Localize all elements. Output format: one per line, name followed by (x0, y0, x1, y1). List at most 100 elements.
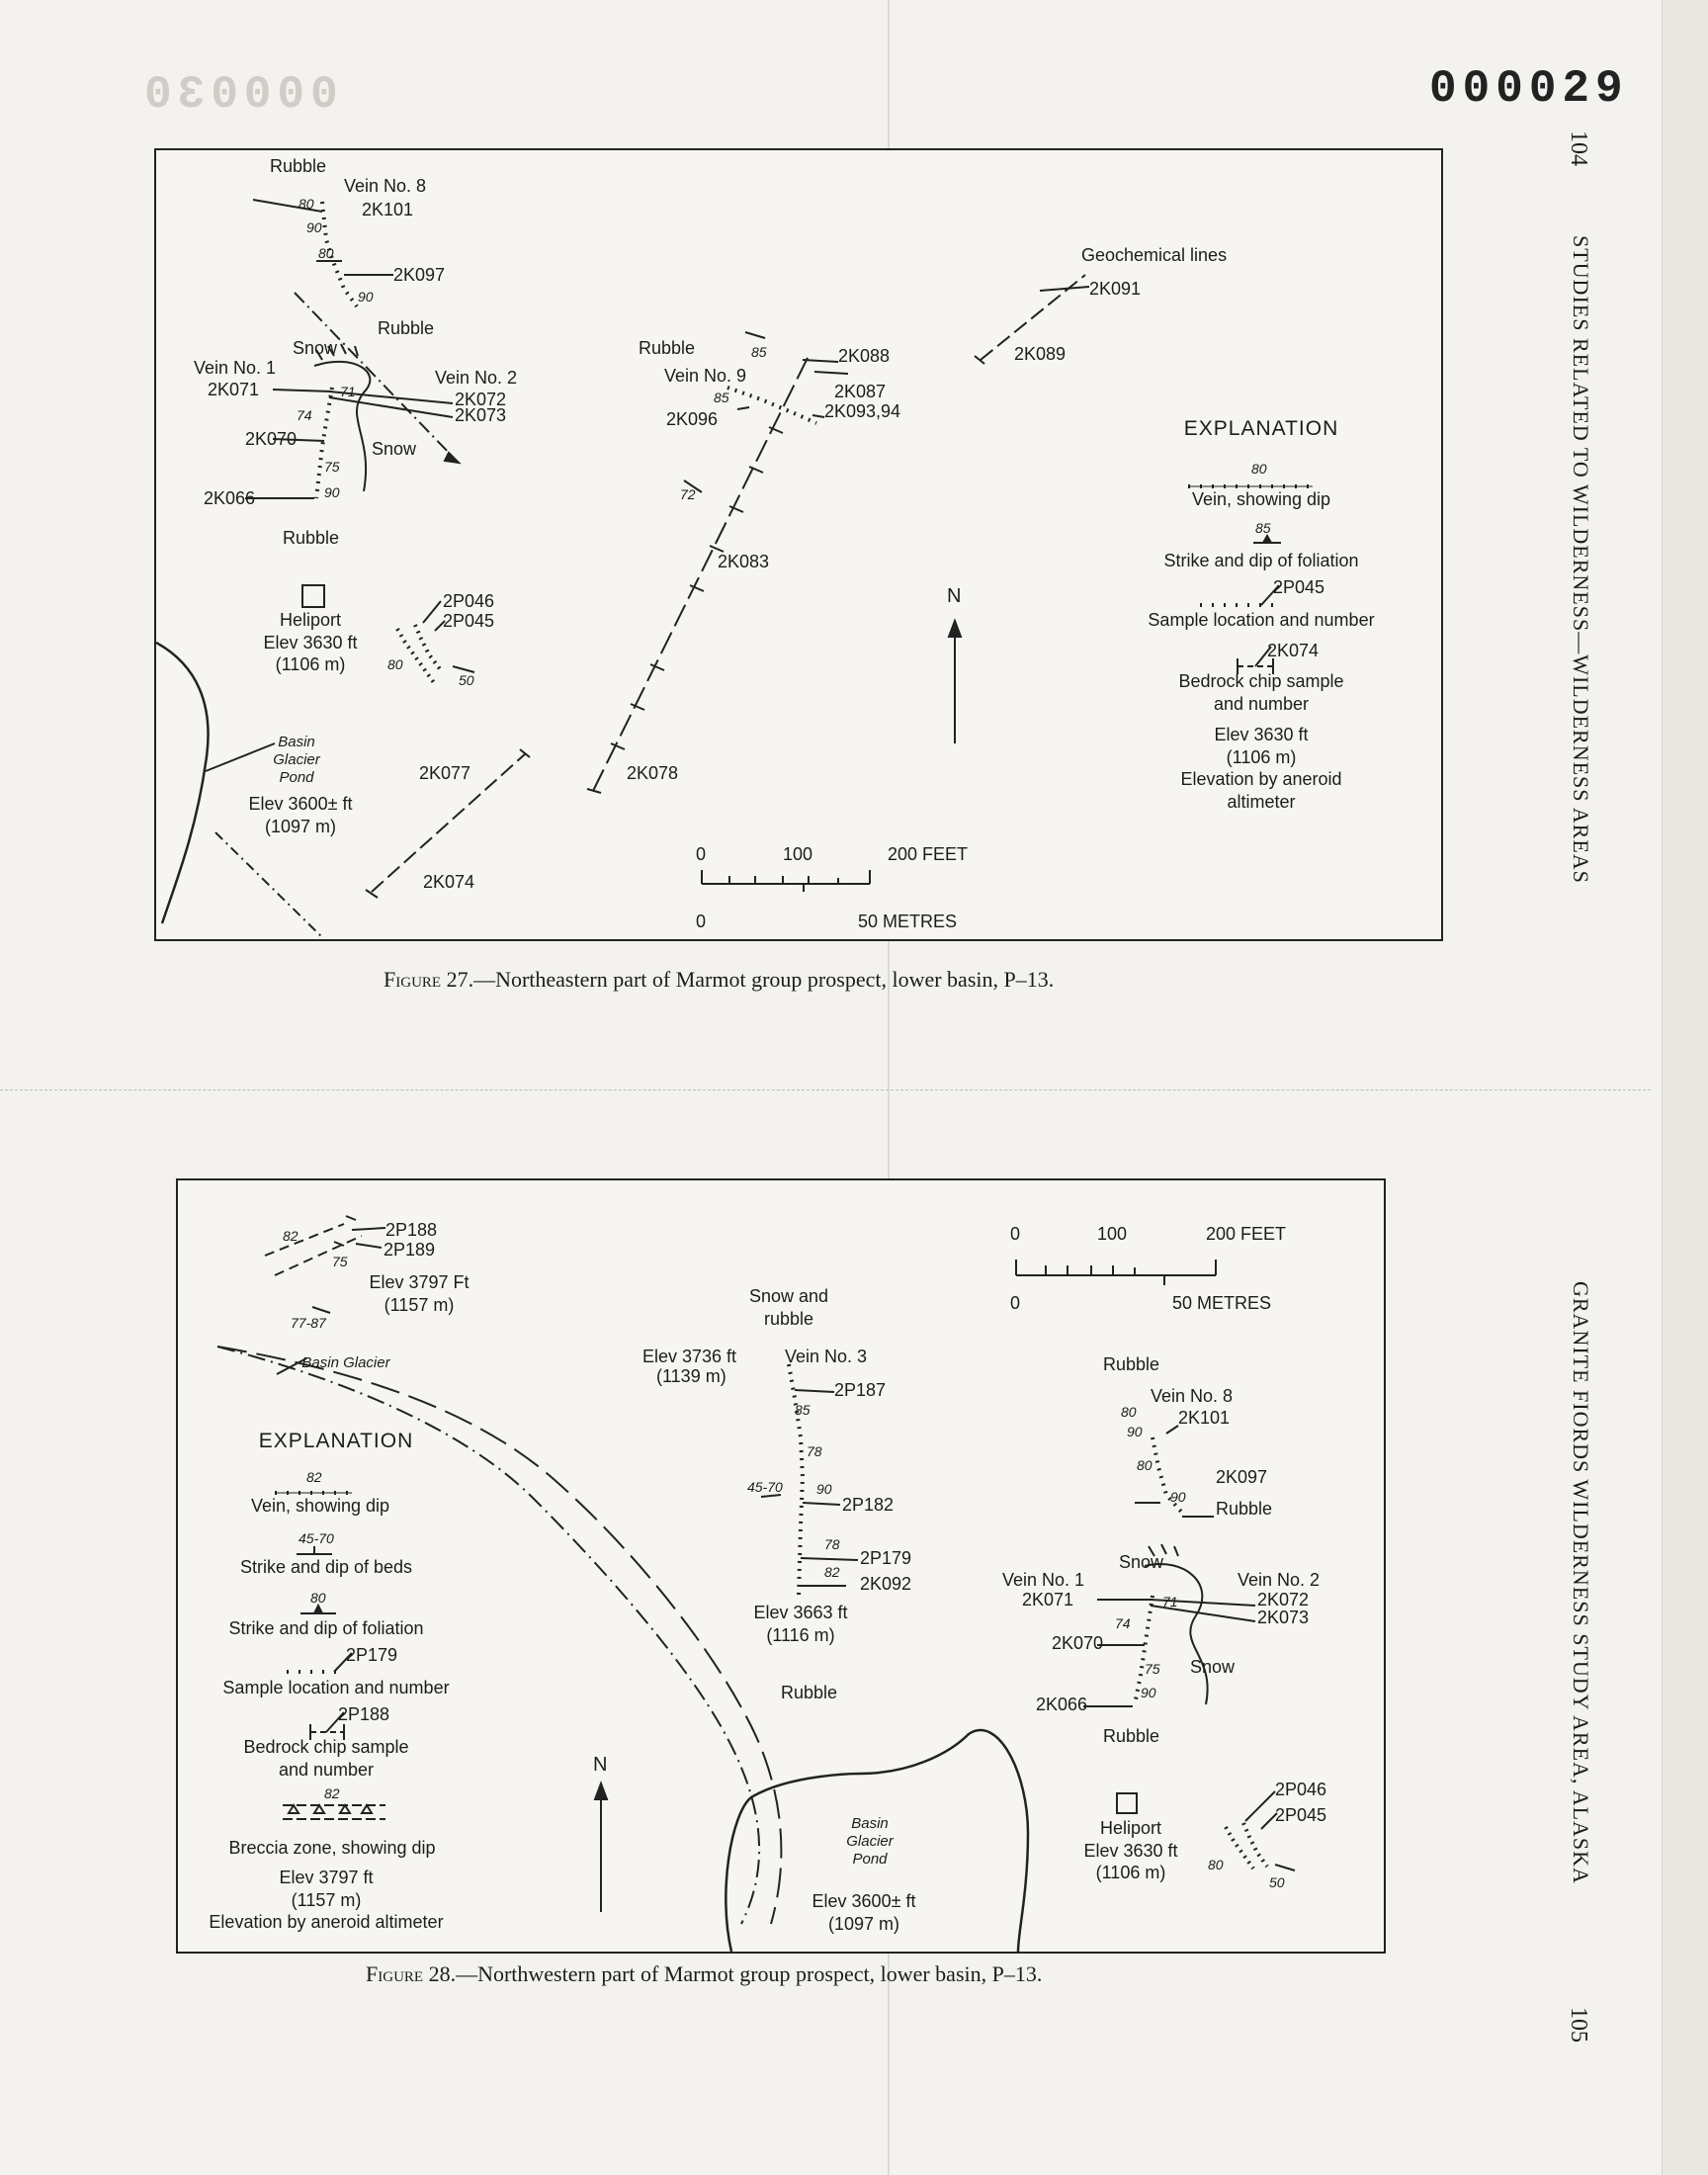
figure-28-linework (216, 1215, 1296, 1952)
heliport-name: Heliport (1099, 1818, 1162, 1838)
scale-label: 0 (696, 844, 707, 864)
label-2P189: 2P189 (384, 1240, 436, 1260)
dip-label: 82 (283, 1228, 299, 1244)
legend-chip-number: 2P188 (338, 1704, 390, 1724)
figure-27-linework (156, 199, 1313, 939)
legend-chip-number: 2K074 (1267, 641, 1320, 660)
legend-elevation: Elev 3630 ft (1106 m) Elevation by anero… (1180, 724, 1341, 813)
leader-2P046 (422, 600, 442, 624)
legend-chip-label: Bedrock chip sample and number (243, 1736, 408, 1781)
page-number-bottom: 105 (1566, 2007, 1591, 2043)
dip-label: 75 (332, 1254, 348, 1269)
heliport-symbol (301, 584, 325, 608)
label-pond-elevation: Elev 3600± ft (1097 m) (812, 1890, 916, 1935)
label-basin-glacier: Basin Glacier (301, 1354, 390, 1371)
elev-3663-m: (1116 m) (766, 1624, 835, 1645)
scale-label: 0 (1010, 1224, 1021, 1244)
scale-bar-ticks (1015, 1260, 1217, 1285)
label-2K097: 2K097 (1216, 1467, 1268, 1487)
label-2K072: 2K072 (455, 390, 507, 409)
page-stamp: 000029 (1429, 63, 1629, 115)
legend-elevation-line-1: Elev 3797 ft (279, 1868, 374, 1887)
figure-28-caption-label: Figure 28. (366, 1961, 457, 1986)
pond-elevation-m: (1097 m) (827, 1913, 900, 1934)
beds-symbol-4570 (760, 1494, 782, 1498)
heliport-name: Heliport (279, 610, 342, 630)
vein-3-line (787, 1363, 806, 1597)
fol-symbol-72 (683, 479, 703, 493)
pond-shoreline (725, 1728, 1030, 1952)
pond-name-1: Basin (851, 1815, 889, 1832)
snow-boundary (313, 360, 372, 492)
dip-label: 74 (297, 407, 312, 423)
label-snow-1: Snow (293, 338, 338, 358)
snow-and-rubble-line-1: Snow and (748, 1286, 829, 1306)
legend-foliation-dip: 80 (310, 1590, 326, 1606)
dip-label: 80 (387, 656, 403, 672)
label-vein-1: Vein No. 1 (194, 358, 277, 378)
dip-label: 90 (1127, 1424, 1143, 1439)
scale-label: 50 METRES (1172, 1293, 1272, 1313)
label-rubble-right-3: Rubble (1103, 1726, 1160, 1746)
label-heliport: Heliport Elev 3630 ft (1106 m) (1083, 1817, 1177, 1884)
pond-name-3: Pond (852, 1851, 888, 1868)
figure-27-map: Rubble Vein No. 8 2K101 80 90 80 2K097 9… (154, 148, 1443, 941)
legend-elevation-line-3: Elevation by aneroid altimeter (209, 1912, 444, 1932)
scale-label: 200 FEET (888, 844, 969, 864)
label-2P182: 2P182 (842, 1495, 895, 1515)
elev-3797-ft: Elev 3797 Ft (369, 1272, 470, 1292)
snow-hachures (315, 343, 359, 361)
label-2K093-94: 2K093,94 (824, 401, 901, 421)
label-vein-3: Vein No. 3 (785, 1347, 868, 1366)
dip-label: 75 (324, 459, 340, 475)
breccia-ticks (333, 1215, 357, 1247)
legend-chip-line-1: Bedrock chip sample (1178, 671, 1344, 691)
label-2K083: 2K083 (718, 552, 770, 571)
glacier-edge-east (216, 1346, 783, 1925)
fol-symbol-85 (744, 331, 766, 339)
pond-name-3: Pond (279, 769, 314, 786)
dip-label: 50 (459, 672, 474, 688)
dip-label: 72 (680, 486, 696, 502)
legend-foliation-label: Strike and dip of foliation (228, 1618, 424, 1638)
legend-breccia-label: Breccia zone, showing dip (228, 1838, 436, 1858)
label-2K097: 2K097 (393, 265, 446, 285)
legend-sample-number: 2P179 (346, 1645, 398, 1665)
label-heliport: Heliport Elev 3630 ft (1106 m) (263, 609, 357, 676)
label-2P188: 2P188 (385, 1220, 438, 1240)
pond-elevation: Elev 3600± ft (248, 794, 353, 814)
label-2P046: 2P046 (443, 591, 495, 611)
legend-chip-line-2: and number (278, 1759, 375, 1780)
running-head-top: STUDIES RELATED TO WILDERNESS—WILDERNESS… (1569, 235, 1593, 884)
label-2K066: 2K066 (1036, 1695, 1088, 1714)
pond-elevation-m: (1097 m) (264, 816, 337, 836)
fol-symbol-7787 (311, 1306, 331, 1314)
label-2K078: 2K078 (627, 763, 679, 783)
pond-name-2: Glacier (273, 751, 320, 768)
geochem-line-2K077 (371, 752, 527, 893)
legend-sample-number: 2P045 (1273, 577, 1325, 597)
label-2K073: 2K073 (455, 405, 507, 425)
vein-9-line (726, 386, 817, 425)
north-arrow-head (593, 1781, 609, 1800)
figure-28-map: 82 2P188 2P189 75 Elev 3797 Ft (1157 m) … (176, 1178, 1386, 1954)
label-vein-2: Vein No. 2 (435, 368, 518, 388)
legend-chip-line-2: and number (1213, 693, 1310, 714)
heliport-elevation-m: (1106 m) (275, 654, 346, 674)
breccia-triangles (287, 1803, 374, 1814)
label-elev-3736-m: (1139 m) (656, 1366, 726, 1386)
leader-2K091 (1039, 286, 1090, 292)
legend-elevation-line-1: Elev 3630 ft (1214, 725, 1309, 744)
leader-2P187 (794, 1389, 835, 1393)
label-rubble-center: Rubble (781, 1683, 838, 1702)
running-head-bottom: GRANITE FIORDS WILDERNESS STUDY AREA, AL… (1569, 1281, 1593, 1884)
label-pond-elevation: Elev 3600± ft (1097 m) (249, 793, 353, 837)
legend-sample-label: Sample location and number (1148, 610, 1375, 630)
label-vein-2: Vein No. 2 (1238, 1570, 1321, 1590)
dip-label: 82 (824, 1564, 840, 1580)
label-2K070: 2K070 (1052, 1633, 1104, 1653)
leader-2K101 (252, 199, 323, 213)
label-rubble-right-2: Rubble (1216, 1499, 1273, 1519)
legend-sample-label: Sample location and number (222, 1678, 450, 1697)
pond-name-2: Glacier (846, 1833, 894, 1850)
